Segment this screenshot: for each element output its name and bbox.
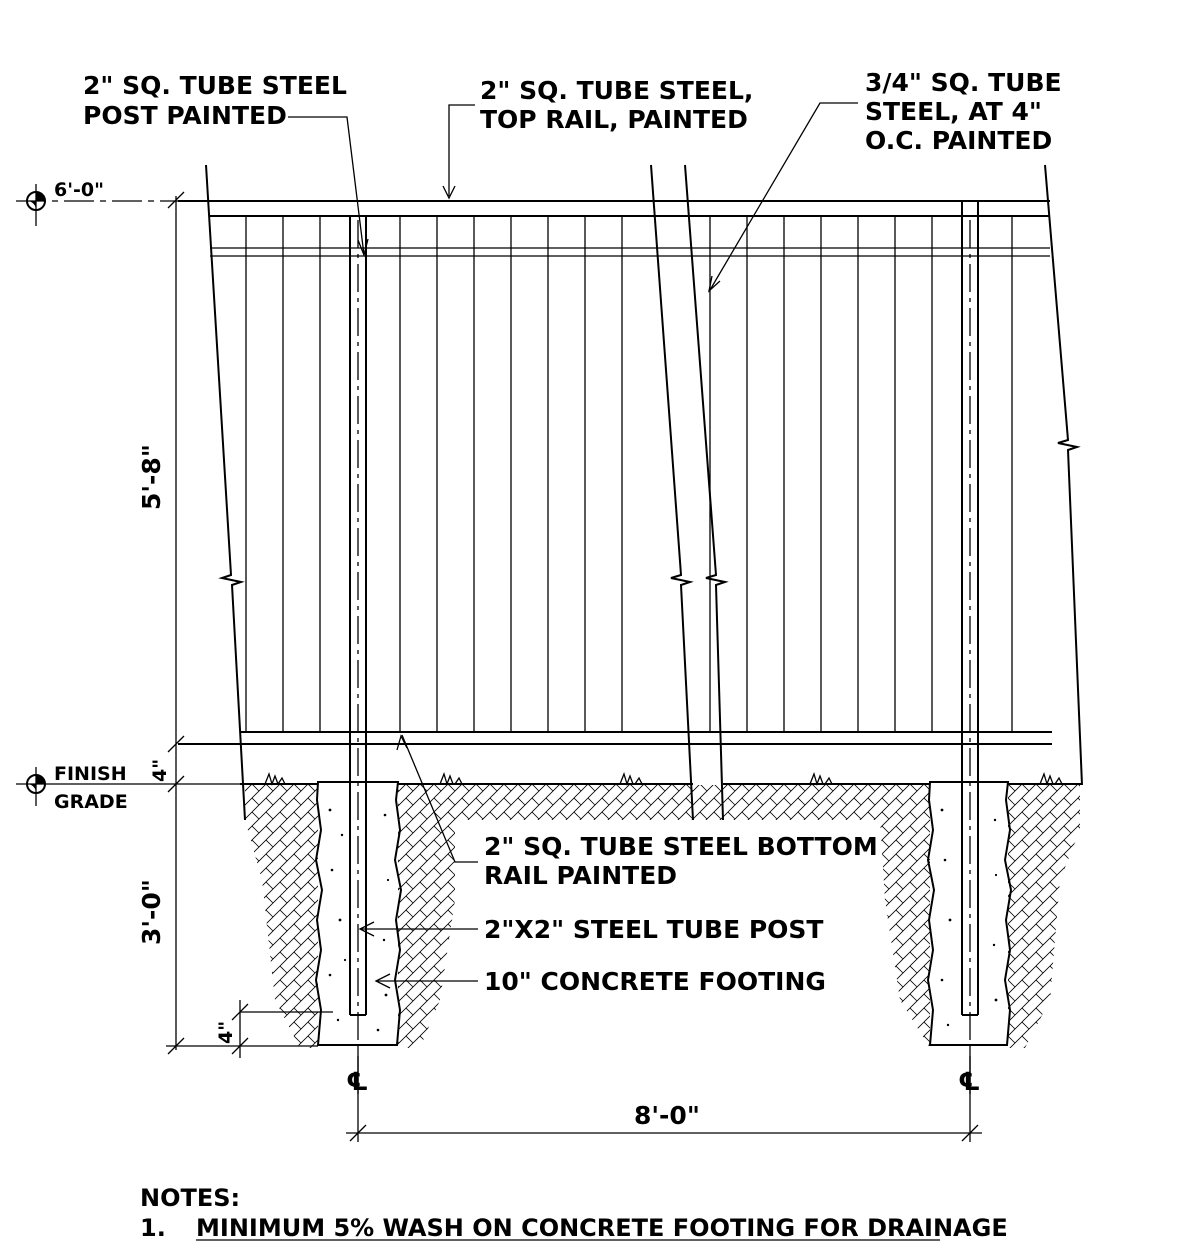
notes-heading: NOTES: <box>140 1184 240 1212</box>
fence-panel <box>178 164 1083 1100</box>
pickets-label-line3: O.C. PAINTED <box>865 126 1052 155</box>
post-right <box>961 201 979 1100</box>
steel-post-label: 2"X2" STEEL TUBE POST <box>484 915 824 944</box>
centerline-left: ℄ <box>346 1067 368 1096</box>
pickets <box>245 216 1013 732</box>
break-lines <box>205 164 1083 821</box>
elevation-marker-grade <box>26 767 46 806</box>
pickets-label-line2: STEEL, AT 4" <box>865 97 1042 126</box>
footing-depth-dim: 3'-0" <box>137 879 166 945</box>
finish-grade-label-line1: FINISH <box>54 763 127 785</box>
dimension-lines <box>16 191 982 1142</box>
note-1-number: 1. <box>140 1214 166 1242</box>
post-clearance-dim: 4" <box>215 1021 237 1044</box>
post-label-line2: POST PAINTED <box>83 101 287 130</box>
leaders <box>288 102 858 989</box>
finish-grade-label-line2: GRADE <box>54 791 128 813</box>
finish-grade-line <box>240 772 1082 787</box>
notes: NOTES: 1. MINIMUM 5% WASH ON CONCRETE FO… <box>140 1184 1008 1242</box>
dimension-labels: 5'-8" 4" 3'-0" 4" 8'-0" ℄ ℄ <box>137 444 980 1130</box>
bottom-rail-label-line1: 2" SQ. TUBE STEEL BOTTOM <box>484 832 878 861</box>
top-rail-label-line2: TOP RAIL, PAINTED <box>480 105 748 134</box>
post-label-line1: 2" SQ. TUBE STEEL <box>83 71 347 100</box>
centerline-right: ℄ <box>958 1067 980 1096</box>
elevation-labels: 6'-0" FINISH GRADE <box>54 179 128 813</box>
top-elevation-label: 6'-0" <box>54 179 104 201</box>
panel-height-dim: 5'-8" <box>137 444 166 510</box>
top-rail-label-line1: 2" SQ. TUBE STEEL, <box>480 76 753 105</box>
bottom-gap-dim: 4" <box>149 759 171 782</box>
elevation-marker-top <box>26 184 46 226</box>
post-spacing-dim: 8'-0" <box>634 1101 700 1130</box>
concrete-footing-right <box>926 781 1013 1046</box>
callout-labels: 2" SQ. TUBE STEEL POST PAINTED 2" SQ. TU… <box>83 68 1062 996</box>
footing-label: 10" CONCRETE FOOTING <box>484 967 826 996</box>
concrete-footing-left <box>314 781 403 1046</box>
bottom-rail-label-line2: RAIL PAINTED <box>484 861 677 890</box>
post-left <box>349 216 367 1100</box>
pickets-label-line1: 3/4" SQ. TUBE <box>865 68 1062 97</box>
note-1-text: MINIMUM 5% WASH ON CONCRETE FOOTING FOR … <box>196 1214 1008 1242</box>
